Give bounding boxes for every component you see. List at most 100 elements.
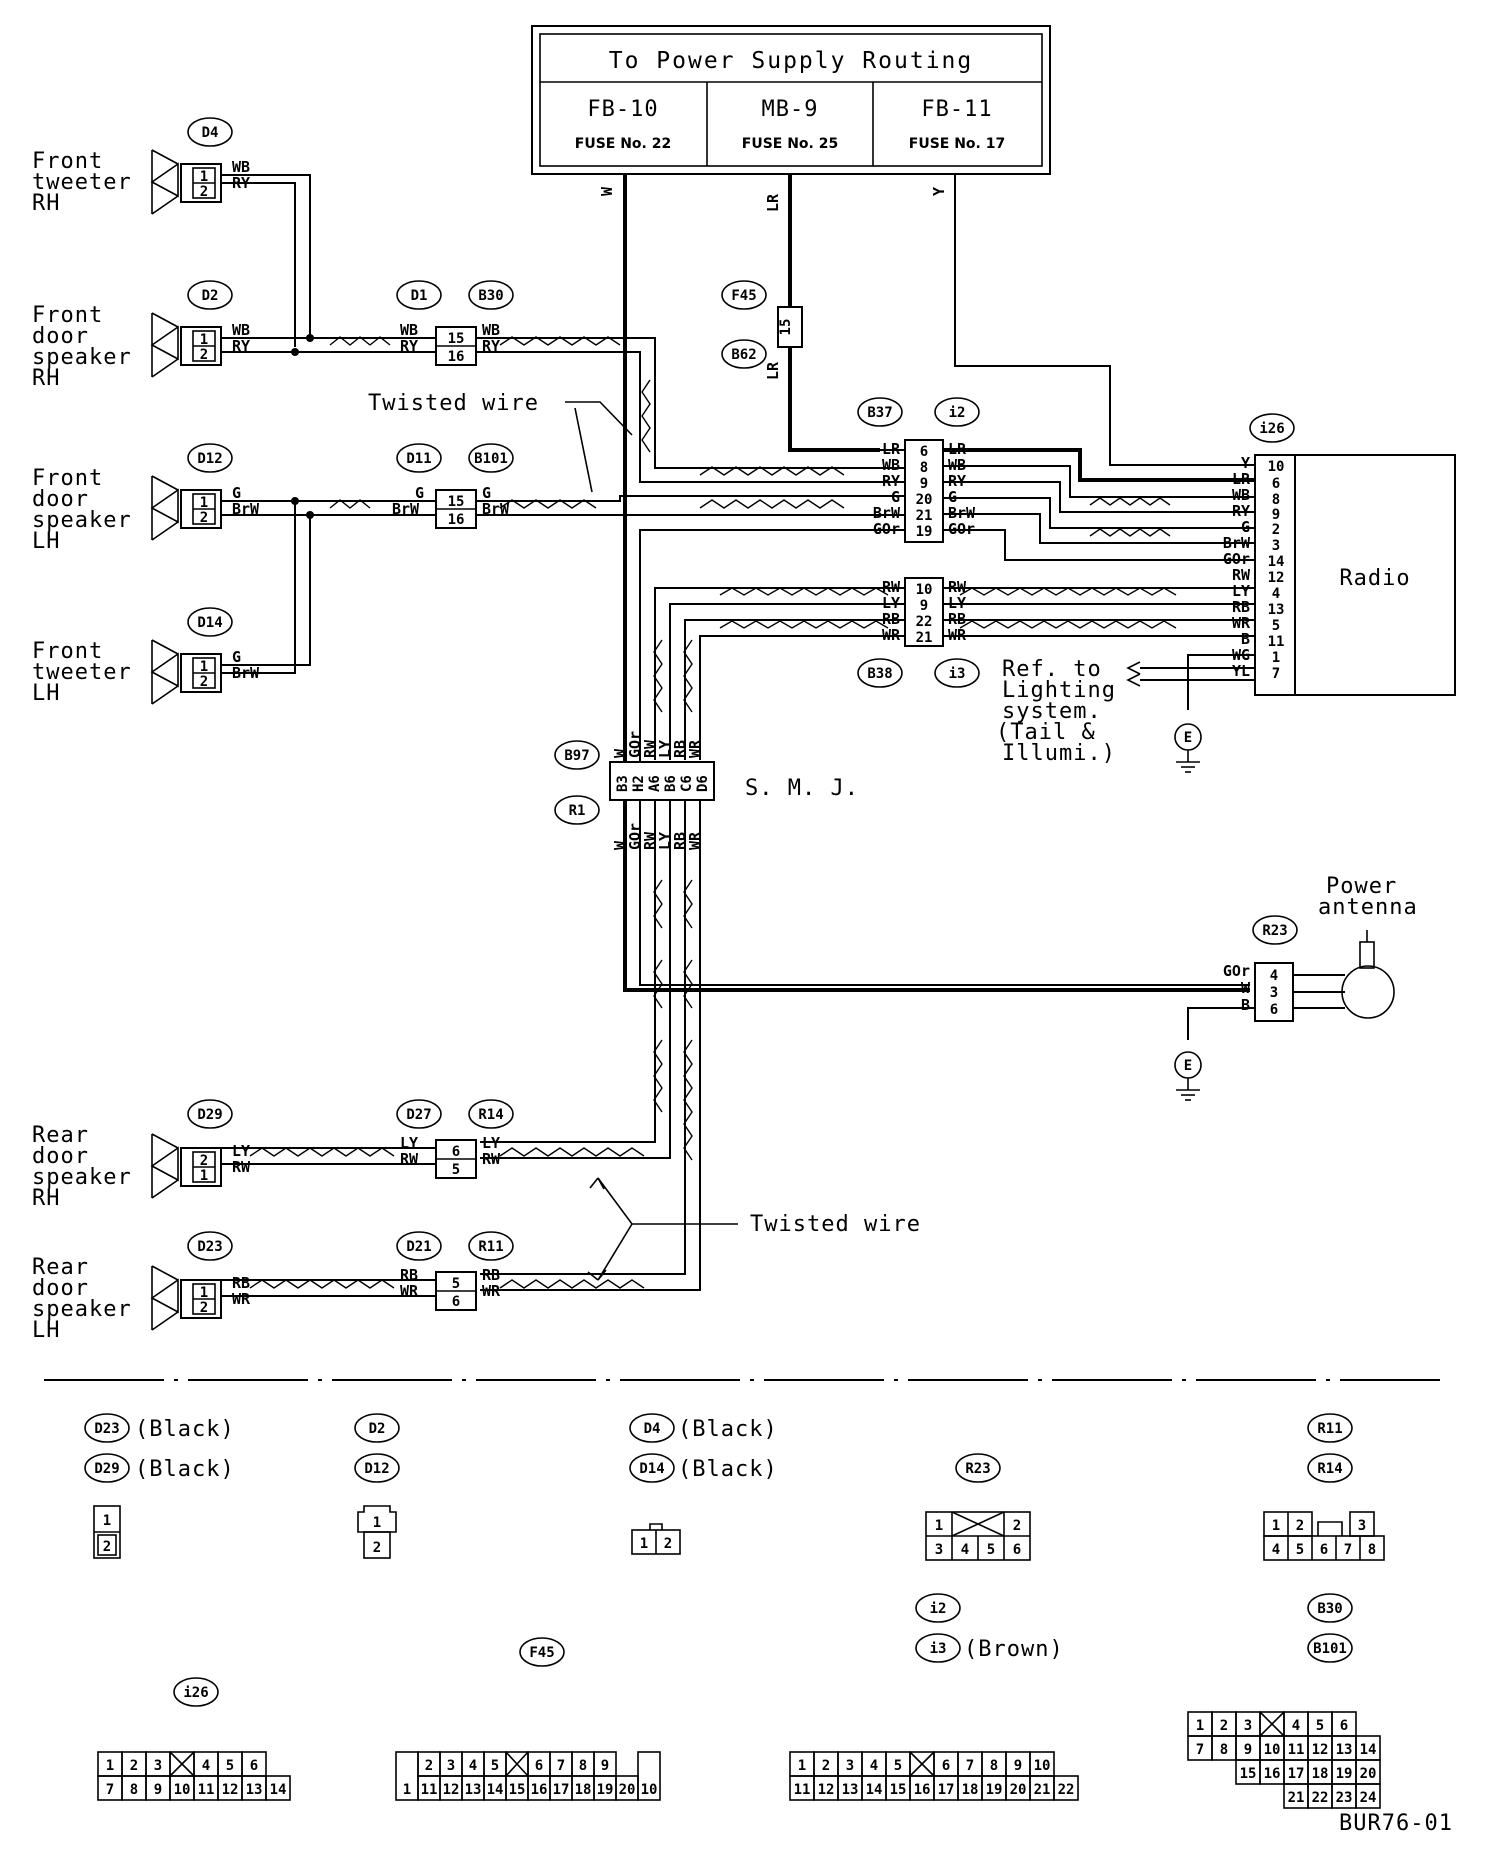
svg-text:2: 2 (1013, 1518, 1021, 1534)
svg-text:8: 8 (1272, 492, 1280, 508)
fuse-number-1: FUSE No. 22 (575, 136, 671, 152)
svg-text:door: door (32, 324, 89, 349)
svg-text:Front: Front (32, 303, 103, 328)
svg-text:4: 4 (961, 1542, 969, 1558)
pin-number: 15 (1240, 1766, 1257, 1782)
svg-text:tweeter: tweeter (32, 660, 132, 685)
wire-code-w: W (598, 186, 616, 196)
smj-connector: W GOr RW LY RB WR B3 H2 A6 B6 C6 D6 W GO… (609, 731, 858, 850)
svg-text:11: 11 (1268, 634, 1285, 650)
power-supply-box: To Power Supply Routing FB-10 FUSE No. 2… (531, 25, 1051, 175)
svg-text:(Brown): (Brown) (964, 1637, 1064, 1662)
pin-number: 1 (403, 1782, 411, 1798)
svg-text:BrW: BrW (232, 500, 260, 518)
svg-text:1: 1 (200, 1285, 208, 1301)
conn-D29: D29 (187, 1099, 233, 1129)
pin-number: 21 (1034, 1782, 1051, 1798)
svg-text:1: 1 (935, 1518, 943, 1534)
svg-text:door: door (32, 1144, 89, 1169)
legend-f45-id: F45 (519, 1637, 565, 1667)
svg-text:2: 2 (200, 510, 208, 526)
pin-number: 8 (130, 1782, 138, 1798)
svg-text:(Black): (Black) (135, 1417, 235, 1442)
conn-B38: B38 (857, 658, 903, 688)
pin-number: 7 (106, 1782, 114, 1798)
b37-left-codes: LR WB RY G BrW GOr (873, 440, 901, 538)
lighting-ref: Ref. to Lighting system. (Tail & Illumi.… (996, 657, 1115, 766)
svg-text:16: 16 (448, 349, 465, 365)
wire-code-lr: LR (764, 193, 782, 212)
svg-text:B38: B38 (867, 666, 892, 682)
legend-d4-d14: D4 (Black) D14 (Black) 1 2 (629, 1413, 777, 1555)
pin-number: 10 (1264, 1742, 1281, 1758)
pin-number: 24 (1360, 1790, 1377, 1806)
conn-D11: D11 (396, 443, 442, 473)
svg-text:i3: i3 (949, 666, 966, 682)
pin-number: 5 (894, 1758, 902, 1774)
svg-text:LY: LY (656, 740, 674, 758)
svg-text:E: E (1184, 730, 1192, 746)
pin-number: 1 (106, 1758, 114, 1774)
pin-number: 14 (1360, 1742, 1377, 1758)
pin-number: 2 (822, 1758, 830, 1774)
legend-r23: R23 1 2 3 4 5 6 (925, 1453, 1031, 1561)
pin-number: 1 (798, 1758, 806, 1774)
svg-text:RB: RB (232, 1274, 250, 1292)
pin-number: 13 (1336, 1742, 1353, 1758)
power-wires: W LR Y (598, 174, 1255, 992)
svg-text:7: 7 (1344, 1542, 1352, 1558)
svg-text:RW: RW (232, 1158, 251, 1176)
pin-number: 2 (1220, 1718, 1228, 1734)
svg-text:i2: i2 (949, 405, 966, 421)
svg-text:WB: WB (482, 321, 500, 339)
speaker-front-door-lh: 1 2 Front door speaker LH G BrW (32, 466, 260, 554)
conn-B101: B101 (468, 443, 514, 473)
svg-text:speaker: speaker (32, 345, 132, 370)
pin-number: 14 (866, 1782, 883, 1798)
pin-number: 13 (246, 1782, 263, 1798)
svg-text:21: 21 (916, 508, 933, 524)
rear-wiring: 6 5 LY RW LY RW 5 6 RB WR RB WR Twisted … (221, 800, 920, 1311)
pin-number: 12 (443, 1782, 460, 1798)
svg-text:D4: D4 (644, 1421, 661, 1437)
svg-text:2: 2 (200, 1300, 208, 1316)
svg-text:D12: D12 (364, 1461, 389, 1477)
svg-text:RH: RH (32, 1186, 61, 1211)
svg-text:R14: R14 (478, 1107, 503, 1123)
pin-number: 16 (531, 1782, 548, 1798)
svg-text:BrW: BrW (482, 500, 510, 518)
conn-i2: i2 (934, 397, 980, 427)
conn-R1: R1 (554, 795, 600, 825)
svg-text:1: 1 (200, 332, 208, 348)
svg-text:G: G (1241, 518, 1250, 536)
pin-number: 14 (487, 1782, 504, 1798)
pin-cell (637, 1751, 661, 1801)
svg-text:G: G (232, 484, 241, 502)
svg-text:12: 12 (1268, 570, 1285, 586)
pin-number: 16 (914, 1782, 931, 1798)
svg-text:LY: LY (232, 1142, 250, 1160)
speaker-front-tweeter-lh: 1 2 Front tweeter LH G BrW (32, 639, 260, 706)
pin-number: 4 (1292, 1718, 1300, 1734)
svg-text:1: 1 (200, 169, 208, 185)
pin-number: 8 (990, 1758, 998, 1774)
svg-text:(Tail &: (Tail & (996, 720, 1096, 745)
svg-text:5: 5 (452, 1276, 460, 1292)
pin-number: 12 (818, 1782, 835, 1798)
svg-text:Front: Front (32, 639, 103, 664)
svg-text:15: 15 (448, 331, 465, 347)
pin-number: 4 (202, 1758, 210, 1774)
svg-text:8: 8 (1368, 1542, 1376, 1558)
power-supply-title: To Power Supply Routing (609, 48, 974, 74)
pin-number: 7 (966, 1758, 974, 1774)
pin-number: 6 (535, 1758, 543, 1774)
svg-text:2: 2 (200, 184, 208, 200)
svg-text:D6: D6 (695, 775, 711, 792)
svg-text:10: 10 (1268, 459, 1285, 475)
speaker-front-door-rh: 1 2 Front door speaker RH WB RY (32, 303, 250, 391)
conn-D1: D1 (396, 280, 442, 310)
